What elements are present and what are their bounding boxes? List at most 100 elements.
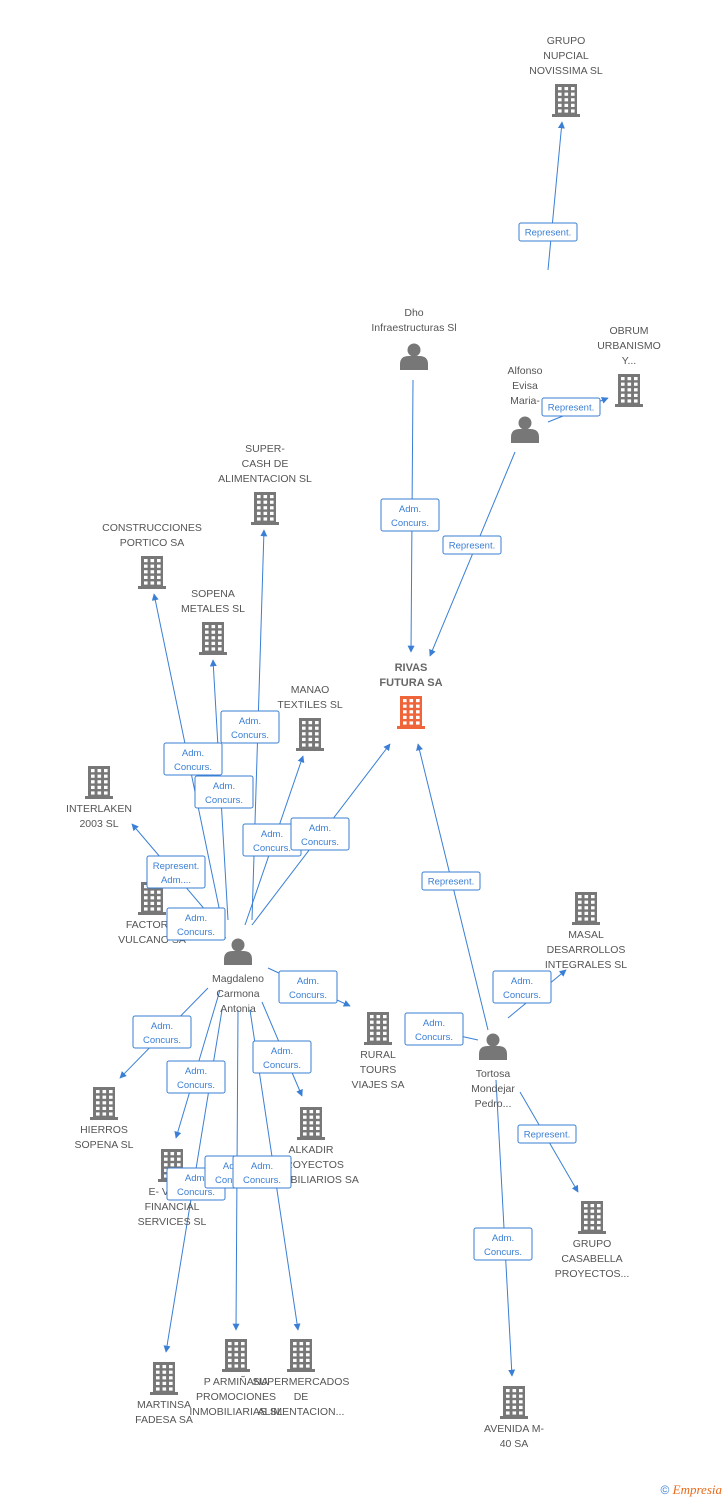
building-icon (287, 1339, 315, 1372)
footer-brand[interactable]: © Empresia (660, 1482, 722, 1498)
edge-label-alfonso-grupo_nupcial[interactable]: Represent. (518, 222, 578, 242)
node-label-line: Carmona (216, 988, 259, 1000)
node-label-line: INTEGRALES SL (545, 959, 627, 971)
node-label-line: SERVICES SL (138, 1216, 207, 1228)
building-icon (199, 622, 227, 655)
node-label-line: Magdaleno (212, 973, 264, 985)
edge-label-tortosa-masal[interactable]: Represent. (421, 871, 481, 891)
edge-label-line: Represent. (524, 1130, 570, 1141)
building-icon (552, 84, 580, 117)
node-label-line: FINANCIAL (145, 1201, 200, 1213)
edge-label-dho-rivas[interactable]: Adm.Concurs. (380, 498, 440, 532)
edge-label-text: Adm.Concurs. (415, 1018, 453, 1043)
node-label-line: SOPENA (191, 588, 235, 600)
edge-label-magdaleno-rural[interactable]: Adm.Concurs. (492, 970, 552, 1004)
node-label-line: RIVAS (395, 662, 428, 674)
building-icon (251, 492, 279, 525)
edge-label-magdaleno-factoria[interactable]: Adm.Concurs. (166, 907, 226, 941)
node-rivas[interactable]: RIVAS FUTURA SA (379, 662, 443, 729)
edge-label-tortosa-rivas[interactable]: Adm.Concurs. (278, 970, 338, 1004)
edge-label-magdaleno-interlaken[interactable]: Represent.Adm.... (146, 855, 206, 889)
edge-label-line: Concurs. (301, 837, 339, 848)
edge-label-magdaleno-supercash[interactable]: Adm.Concurs. (220, 710, 280, 744)
node-label-line: DE (294, 1391, 309, 1403)
edge-label-line: Adm. (297, 976, 319, 987)
node-label-line: TEXTILES SL (277, 699, 343, 711)
node-label-line: PROYECTOS... (555, 1268, 630, 1280)
node-label: RIVAS FUTURA SA (379, 662, 442, 689)
node-label-line: FUTURA SA (379, 677, 442, 689)
edge-label-magdaleno-evalue[interactable]: Adm.Concurs. (166, 1060, 226, 1094)
edge-label-magdaleno-hierros[interactable]: Adm.Concurs. (132, 1015, 192, 1049)
building-icon (138, 556, 166, 589)
node-label-line: CONSTRUCCIONES (102, 522, 202, 534)
edge-label-text: Adm.Concurs. (243, 1161, 281, 1186)
node-label-line: ALKADIR (289, 1144, 334, 1156)
edge-label-text: Represent. (428, 877, 474, 888)
edge-label-line: Adm. (185, 1066, 207, 1077)
edge-label-alfonso-obrum[interactable]: Represent. (541, 397, 601, 417)
edge-label-magdaleno-alkadir[interactable]: Adm.Concurs. (252, 1040, 312, 1074)
node-label-line: NOVISSIMA SL (529, 65, 603, 77)
edge-label-alfonso-rivas[interactable]: Represent. (442, 535, 502, 555)
edge-label-tortosa-rural[interactable]: Adm.Concurs. (404, 1012, 464, 1046)
node-construcciones[interactable]: CONSTRUCCIONES PORTICO SA (102, 522, 202, 589)
edge-label-text: Represent. (548, 403, 594, 414)
node-label-line: URBANISMO (597, 340, 661, 352)
edge-label-line: Adm. (213, 781, 235, 792)
node-label-line: CASH DE (242, 458, 289, 470)
edge-label-line: Adm.... (161, 875, 191, 886)
edge-label-magdaleno-rivas[interactable]: Adm.Concurs. (290, 817, 350, 851)
edge-label-tortosa-grupo_casabella[interactable]: Represent. (517, 1124, 577, 1144)
edge-label-text: Represent. (449, 541, 495, 552)
edge-label-line: Concurs. (263, 1060, 301, 1071)
building-icon (222, 1339, 250, 1372)
node-label-line: Mondejar (471, 1083, 515, 1095)
building-icon (572, 892, 600, 925)
edge-label-line: Concurs. (503, 990, 541, 1001)
edge-label-text: Adm.Concurs. (143, 1021, 181, 1046)
edge-label-text: Represent. (524, 1130, 570, 1141)
node-label-line: PORTICO SA (120, 537, 185, 549)
edge-label-line: Concurs. (205, 795, 243, 806)
node-label-line: GRUPO (573, 1238, 612, 1250)
edge-label-text: Adm.Concurs. (289, 976, 327, 1001)
edge-label-tortosa-avenida[interactable]: Adm.Concurs. (473, 1227, 533, 1261)
edge-label-magdaleno-manao[interactable]: Adm.Concurs. (242, 823, 302, 857)
node-avenida[interactable]: AVENIDA M-40 SA (484, 1386, 544, 1450)
brand-logo: Empresia (672, 1482, 722, 1497)
node-label-line: MARTINSA (137, 1399, 191, 1411)
edge-label-magdaleno-construcciones[interactable]: Adm.Concurs. (163, 742, 223, 776)
node-label-line: Pedro... (475, 1098, 512, 1110)
edge-label-magdaleno-supermercados[interactable]: Adm.Concurs. (232, 1155, 292, 1189)
edge-label-magdaleno-sopena_metales[interactable]: Adm. Concurs. (194, 775, 254, 809)
edge-label-line: Concurs. (415, 1032, 453, 1043)
building-icon (364, 1012, 392, 1045)
node-label-line: Tortosa (476, 1068, 511, 1080)
edge-label-text: Adm.Concurs. (503, 976, 541, 1001)
building-icon (90, 1087, 118, 1120)
node-label: AVENIDA M-40 SA (484, 1423, 544, 1450)
edge-label-line: Concurs. (177, 1187, 215, 1198)
